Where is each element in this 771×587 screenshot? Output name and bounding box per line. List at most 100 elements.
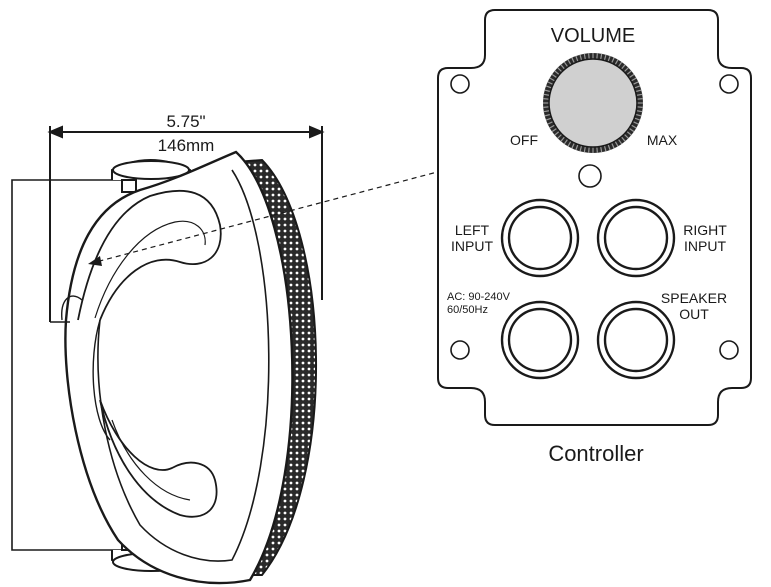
knob-knurl-tick — [636, 106, 643, 108]
knob-knurl-tick — [554, 130, 560, 136]
knob-knurl-tick — [545, 85, 552, 89]
knob-knurl-tick — [632, 81, 639, 85]
knob-knurl-tick — [600, 53, 603, 60]
knob-knurl-tick — [617, 138, 623, 145]
knob-knurl-tick — [611, 142, 615, 149]
lower-scoop — [99, 399, 218, 518]
knob-knurl-tick — [607, 55, 611, 62]
screw-bottom-right — [719, 340, 739, 360]
knob-knurl-tick — [588, 146, 590, 153]
knob-knurl-tick — [634, 117, 641, 121]
knob-knurl-tick — [544, 113, 551, 117]
speaker-bulge — [92, 319, 111, 441]
knob-knurl-tick — [635, 89, 642, 93]
knob-knurl-tick — [636, 98, 643, 100]
speaker-side-view — [11, 150, 317, 585]
knob-knurl-tick — [543, 110, 550, 113]
knob-knurl-tick — [551, 73, 558, 79]
knob-knurl-tick — [607, 144, 611, 151]
knob-knurl-tick — [620, 136, 626, 142]
top-mount-knob — [111, 159, 191, 193]
knob-knurl-tick — [583, 146, 586, 153]
knob-knurl-tick — [617, 61, 623, 68]
knob-knurl-tick — [563, 138, 569, 145]
speaker-out-label-line2: OUT — [679, 306, 709, 322]
off-label: OFF — [510, 132, 538, 148]
knob-knurl-tick — [567, 59, 572, 66]
knob-knurl-tick — [636, 93, 643, 96]
ac-label-line1: AC: 90-240V — [447, 291, 511, 303]
right-input-label-line2: INPUT — [684, 238, 726, 254]
left-input-label-line2: INPUT — [451, 238, 493, 254]
knob-knurl-tick — [603, 145, 607, 152]
knob-knurl-tick — [630, 77, 637, 82]
knob-knurl-tick — [554, 70, 560, 76]
left-input-label-line1: LEFT — [455, 222, 490, 238]
knob-knurl-tick — [635, 113, 642, 117]
knob-knurl-tick — [626, 70, 632, 76]
knob-knurl-tick — [543, 98, 550, 100]
speaker-out-jack[interactable] — [596, 300, 676, 380]
knob-knurl-tick — [588, 53, 590, 60]
knob-knurl-tick — [547, 81, 554, 85]
ac-label-line2: 60/50Hz — [447, 304, 488, 316]
knob-knurl-tick — [596, 53, 598, 60]
knob-knurl-tick — [579, 54, 583, 61]
knob-knurl-tick — [571, 57, 575, 64]
volume-label: VOLUME — [551, 25, 635, 47]
knob-knurl-tick — [557, 67, 563, 73]
controller-title: Controller — [548, 441, 643, 466]
knob-knurl-tick — [549, 124, 556, 129]
knob-knurl-tick — [630, 124, 637, 129]
knob-knurl-tick — [623, 133, 629, 139]
dimension-mm: 146mm — [158, 136, 215, 155]
knob-knurl-tick — [620, 64, 626, 70]
knob-knurl-tick — [579, 145, 583, 152]
screw-top-right — [719, 74, 739, 94]
knob-knurl-tick — [567, 140, 572, 147]
knob-knurl-tick — [571, 142, 575, 149]
knob-knurl-tick — [560, 64, 566, 70]
knob-knurl-tick — [626, 130, 632, 136]
upper-scoop — [77, 189, 222, 321]
knob-knurl-tick — [551, 127, 558, 133]
width-dimension — [47, 125, 325, 322]
right-input-label-line1: RIGHT — [683, 222, 727, 238]
knob-knurl-tick — [628, 127, 635, 133]
controller-panel: VOLUME OFF MAX LEFT INPUT RIGHT INPUT AC… — [437, 9, 752, 426]
knob-knurl-tick — [543, 93, 550, 96]
screw-bottom-left — [450, 340, 470, 360]
knob-knurl-tick — [614, 140, 619, 147]
knob-knurl-tick — [614, 59, 619, 66]
knob-knurl-tick — [544, 89, 551, 93]
screw-top-left — [450, 74, 470, 94]
knob-knurl-tick — [596, 146, 598, 153]
max-label: MAX — [647, 132, 678, 148]
dimension-inches: 5.75" — [166, 112, 205, 131]
knob-knurl-tick — [600, 146, 603, 153]
volume-knob[interactable] — [543, 53, 643, 153]
left-input-jack[interactable] — [500, 198, 580, 278]
knob-knurl-tick — [575, 55, 579, 62]
knob-knurl-tick — [636, 110, 643, 113]
knob-knurl-tick — [560, 136, 566, 142]
knob-knurl-tick — [603, 54, 607, 61]
knob-knurl-tick — [557, 133, 563, 139]
knob-knurl-tick — [545, 117, 552, 121]
knob-knurl-tick — [563, 61, 569, 68]
knob-knurl-tick — [623, 67, 629, 73]
knob-knurl-tick — [575, 144, 579, 151]
knob-knurl-tick — [634, 85, 641, 89]
indicator-led — [578, 164, 602, 188]
right-input-jack[interactable] — [596, 198, 676, 278]
leader-line — [88, 165, 461, 266]
knob-knurl-tick — [543, 106, 550, 108]
speaker-out-label-line1: SPEAKER — [661, 290, 727, 306]
knob-knurl-tick — [628, 73, 635, 79]
knob-knurl-tick — [583, 53, 586, 60]
ac-power-jack[interactable] — [500, 300, 580, 380]
knob-knurl-tick — [549, 77, 556, 82]
wall-bracket — [11, 179, 130, 551]
knob-knurl-tick — [547, 121, 554, 125]
